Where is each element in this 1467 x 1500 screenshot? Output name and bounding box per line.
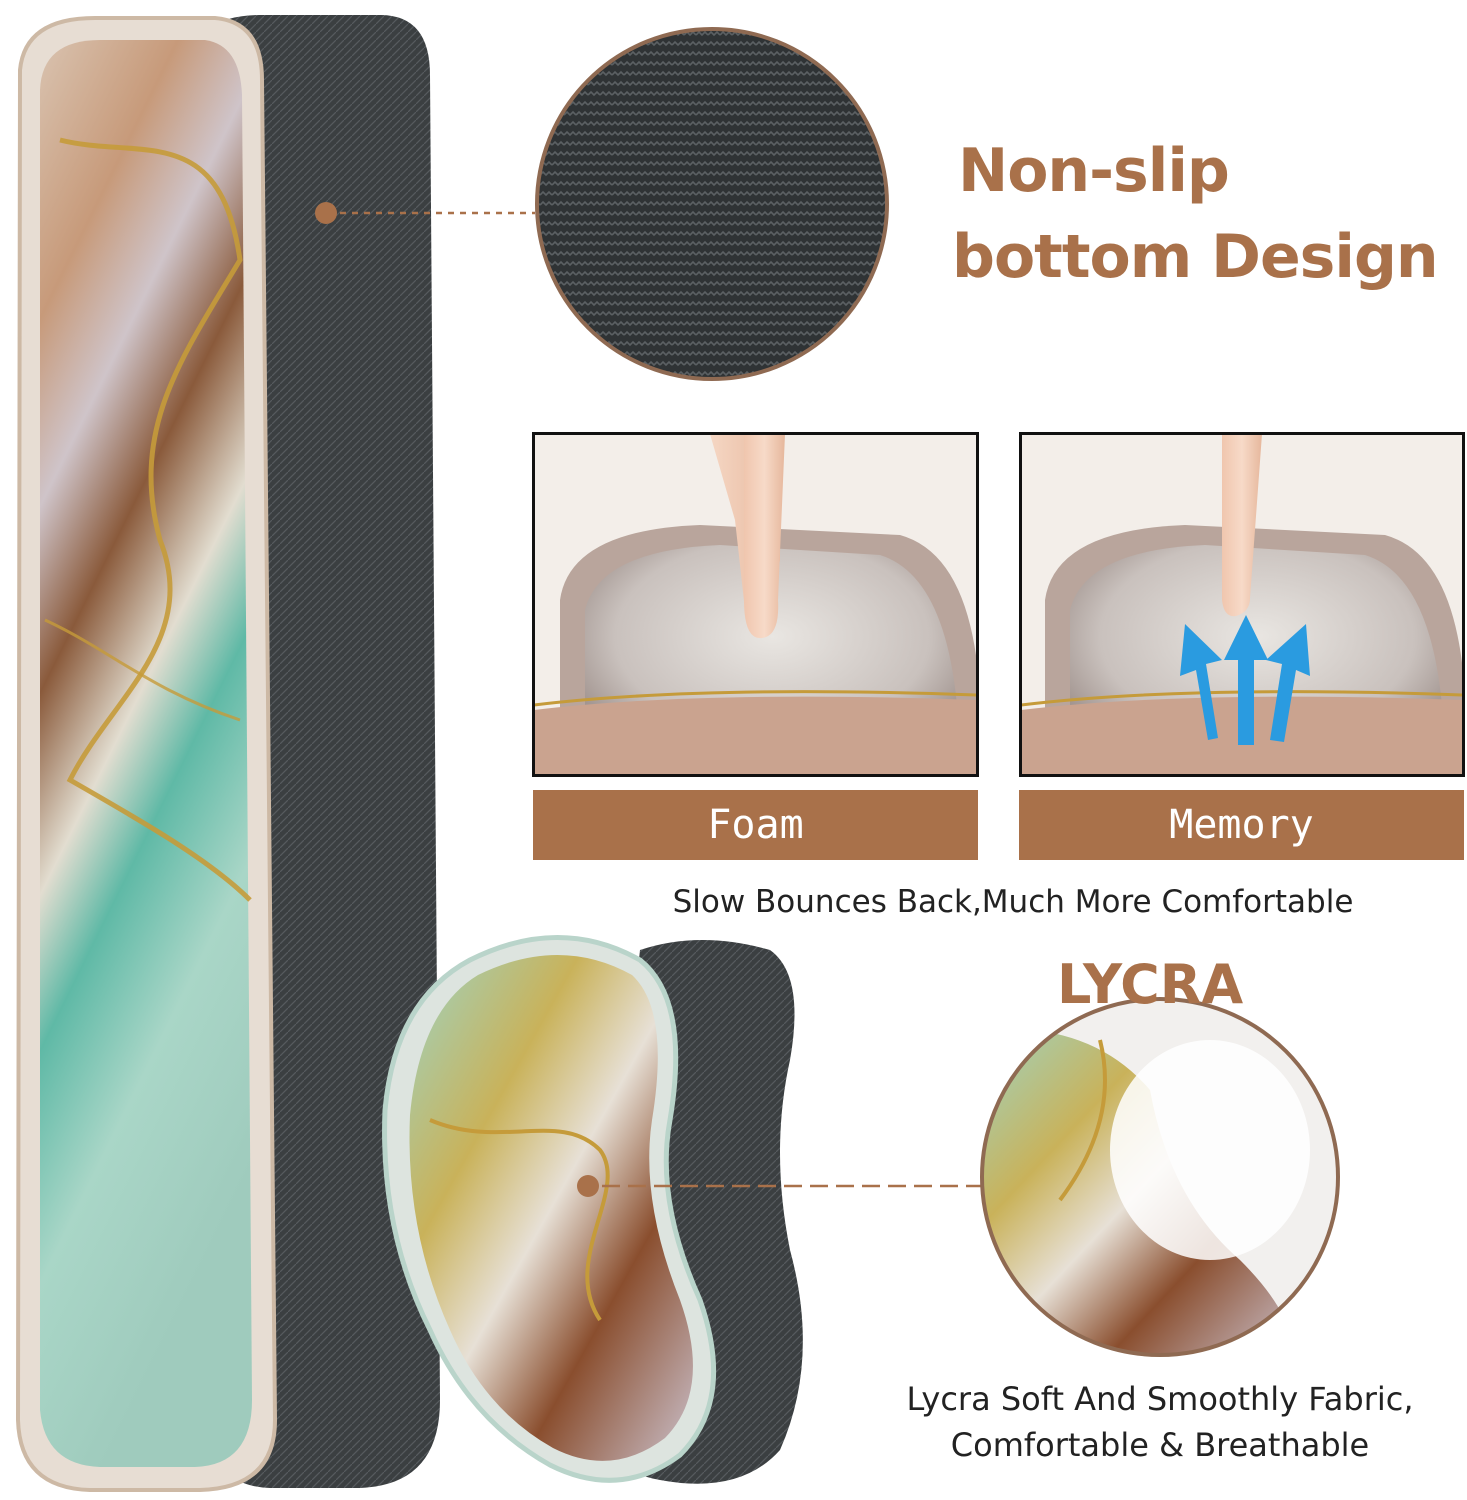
lycra-caption-line2: Comfortable & Breathable [950,1426,1370,1464]
bounce-arrows-icon [1180,615,1310,745]
foam-panel [532,432,979,777]
finger-press-icon-memory [1222,434,1262,617]
bounce-caption: Slow Bounces Back,Much More Comfortable [672,884,1354,920]
memory-panel [1019,432,1465,777]
memory-label: Memory [1019,790,1464,860]
lycra-heading: LYCRA [1057,953,1244,1016]
nonslip-heading-line2: bottom Design [952,222,1439,292]
nonslip-heading-line1: Non-slip [958,136,1230,206]
lycra-caption-line1: Lycra Soft And Smoothly Fabric, [906,1380,1414,1418]
keyboard-rest-marble [40,40,252,1467]
foam-label: Foam [533,790,978,860]
finger-press-icon [622,434,785,639]
